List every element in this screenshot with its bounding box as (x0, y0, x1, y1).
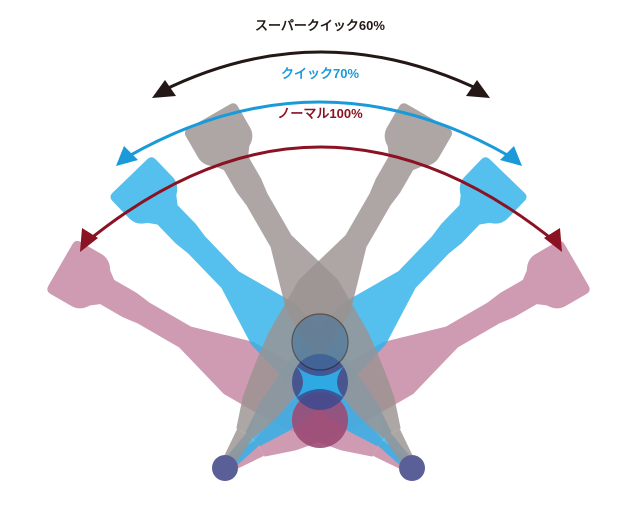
label-quick: クイック70% (281, 66, 359, 81)
pivot-right (399, 455, 425, 481)
arrowhead-super-quick-left-icon (152, 80, 176, 98)
joint-circle-super-quick (291, 313, 349, 371)
arrowhead-normal-left-icon (80, 228, 98, 252)
arrowhead-quick-left-icon (116, 146, 138, 166)
label-super-quick: スーパークイック60% (255, 18, 385, 33)
arrow-super-quick (159, 50, 485, 94)
arrow-normal (83, 145, 559, 246)
pivot-left (212, 455, 238, 481)
arrowhead-super-quick-right-icon (466, 80, 490, 98)
arrow-quick (121, 100, 517, 162)
arrowhead-quick-right-icon (500, 146, 522, 166)
joint-star-quick (296, 366, 344, 398)
label-normal: ノーマル100% (277, 106, 363, 121)
arrowhead-normal-right-icon (544, 228, 562, 252)
